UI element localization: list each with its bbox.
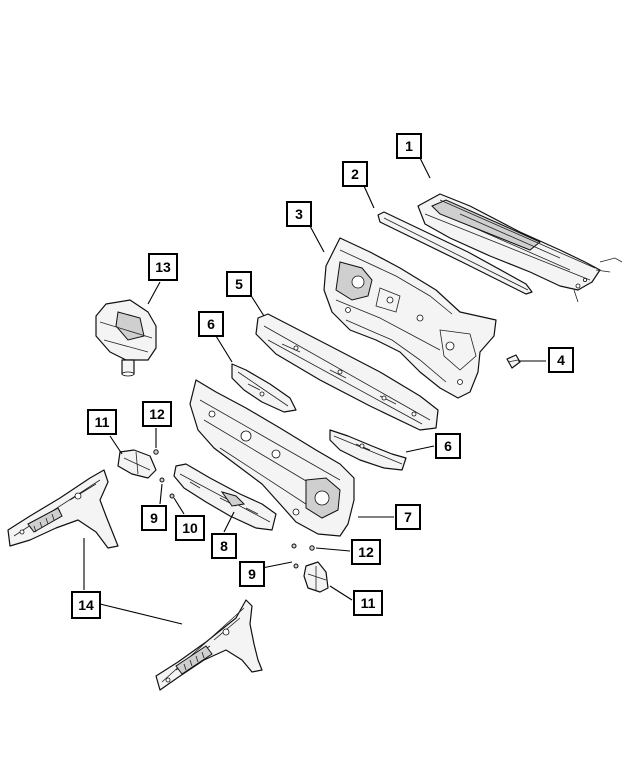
part-7-lower-dash bbox=[189, 379, 355, 537]
callout-11-right-label: 11 bbox=[361, 595, 376, 611]
callout-13-label: 13 bbox=[155, 259, 171, 275]
callout-3-label: 3 bbox=[295, 206, 303, 222]
part-5-cross-member bbox=[255, 313, 439, 431]
part-13-reservoir bbox=[95, 299, 157, 377]
part-9-bolt-right-b bbox=[293, 563, 299, 569]
callout-2: 2 bbox=[342, 161, 368, 187]
callout-6-left-label: 6 bbox=[207, 316, 215, 332]
callout-9-right-label: 9 bbox=[248, 566, 256, 582]
leader-12b bbox=[315, 547, 351, 552]
part-3-dash-panel bbox=[323, 237, 497, 399]
callout-13: 13 bbox=[148, 253, 178, 281]
part-12-nut-left bbox=[153, 449, 159, 455]
part-2-seal-strip bbox=[377, 211, 533, 295]
part-9-bolt-right-a bbox=[291, 543, 297, 549]
fastener-parts bbox=[153, 449, 315, 569]
leader-13 bbox=[147, 281, 161, 305]
callout-11-right: 11 bbox=[353, 590, 383, 616]
callout-4: 4 bbox=[548, 347, 574, 373]
callout-11-left: 11 bbox=[87, 409, 117, 435]
callout-14-label: 14 bbox=[78, 597, 94, 613]
leader-10 bbox=[173, 497, 185, 515]
callout-6-right: 6 bbox=[435, 433, 461, 459]
callout-9-left: 9 bbox=[141, 505, 167, 531]
callout-12-left-label: 12 bbox=[149, 406, 165, 422]
callout-5-label: 5 bbox=[235, 276, 243, 292]
leader-6a bbox=[215, 335, 233, 363]
part-14-support-lower bbox=[155, 599, 263, 691]
callout-1-label: 1 bbox=[405, 138, 413, 154]
callout-7: 7 bbox=[395, 504, 421, 530]
callout-6-right-label: 6 bbox=[444, 438, 452, 454]
leader-1 bbox=[419, 157, 431, 179]
leader-14b bbox=[99, 603, 183, 625]
part-12-nut-right bbox=[309, 545, 315, 551]
callout-12-left: 12 bbox=[142, 401, 172, 427]
part-4-clip bbox=[506, 354, 521, 369]
leader-9b bbox=[261, 561, 293, 569]
callout-5: 5 bbox=[226, 271, 252, 297]
callout-3: 3 bbox=[286, 201, 312, 227]
callout-10: 10 bbox=[175, 515, 205, 541]
leader-6b bbox=[405, 445, 435, 453]
part-10-bolt bbox=[169, 493, 175, 499]
callout-10-label: 10 bbox=[182, 520, 198, 536]
leader-3 bbox=[309, 225, 325, 253]
leader-9a bbox=[159, 483, 163, 505]
callout-9-right: 9 bbox=[239, 561, 265, 587]
callout-12-right: 12 bbox=[351, 539, 381, 565]
part-11-bracket-right bbox=[303, 561, 329, 593]
callout-9-left-label: 9 bbox=[150, 510, 158, 526]
callout-8-label: 8 bbox=[220, 538, 228, 554]
leader-2 bbox=[363, 185, 375, 209]
part-14-support-upper bbox=[7, 469, 119, 549]
part-6-bracket-right bbox=[329, 429, 407, 471]
callout-8: 8 bbox=[211, 533, 237, 559]
leader-lines bbox=[83, 157, 546, 625]
callout-2-label: 2 bbox=[351, 166, 359, 182]
part-8-side-rail bbox=[173, 463, 277, 531]
callout-1: 1 bbox=[396, 133, 422, 159]
leader-11b bbox=[329, 585, 353, 601]
part-11-bracket-left bbox=[117, 449, 157, 479]
part-6-bracket-left bbox=[231, 363, 297, 413]
callout-4-label: 4 bbox=[557, 352, 565, 368]
callout-12-right-label: 12 bbox=[358, 544, 374, 560]
callout-11-left-label: 11 bbox=[95, 414, 110, 430]
part-9-bolt-left bbox=[159, 477, 165, 483]
part-1-cowl-panel bbox=[417, 193, 623, 303]
leader-5 bbox=[249, 293, 265, 317]
callout-14: 14 bbox=[71, 591, 101, 619]
leader-8 bbox=[223, 511, 235, 533]
callout-7-label: 7 bbox=[404, 509, 412, 525]
callout-6-left: 6 bbox=[198, 311, 224, 337]
leader-11a bbox=[109, 435, 123, 455]
